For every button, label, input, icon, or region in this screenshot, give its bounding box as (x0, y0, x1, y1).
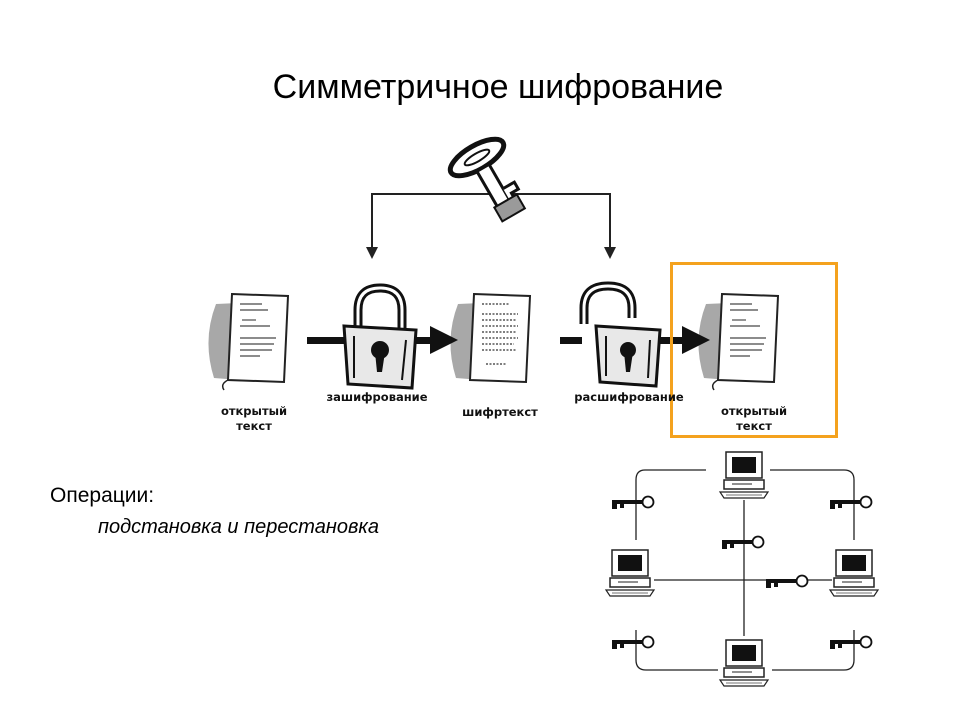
operations-item: подстановка и перестановка (98, 516, 379, 538)
arrow-shaft-2 (410, 337, 430, 344)
key-icon-top-left (611, 495, 655, 510)
decrypt-label: расшифрование (574, 390, 684, 404)
network-link-top-right (770, 469, 855, 540)
key-icon-center-right (765, 574, 809, 589)
computer-icon-top (719, 451, 769, 499)
encrypt-label: зашифрование (326, 390, 428, 404)
page-title: Симметричное шифрование (272, 68, 724, 106)
operations-heading: Операции: (50, 484, 155, 507)
plaintext-label: открытый текст (220, 404, 288, 433)
unlocked-padlock-icon (579, 281, 662, 388)
locked-padlock-icon (342, 283, 418, 390)
network-link-top-left (635, 469, 646, 540)
network-link-bottom-right (772, 630, 855, 671)
arrow-shaft-1 (307, 337, 349, 344)
ciphertext-label: шифртекст (462, 405, 538, 419)
key-path-line (371, 193, 611, 247)
computer-icon-bottom (719, 639, 769, 687)
arrow-shaft-3 (560, 337, 582, 344)
arrow-head-4 (682, 326, 710, 354)
network-link-bottom-left (635, 630, 718, 671)
output-highlight-box (670, 262, 838, 438)
key-icon-center-top (721, 535, 765, 550)
shared-key-icon (447, 136, 527, 223)
computer-icon-right (829, 549, 879, 597)
arrow-down-left (366, 247, 378, 259)
key-icon-bottom-right (829, 635, 873, 650)
key-icon-top-right (829, 495, 873, 510)
arrow-down-right (604, 247, 616, 259)
ciphertext-document-icon (450, 292, 532, 384)
network-diagram (635, 469, 855, 671)
key-icon-bottom-left (611, 635, 655, 650)
plaintext-document-icon (207, 293, 289, 391)
output-plaintext-label: открытый текст (720, 404, 788, 433)
arrow-head-2 (430, 326, 458, 354)
computer-icon-left (605, 549, 655, 597)
